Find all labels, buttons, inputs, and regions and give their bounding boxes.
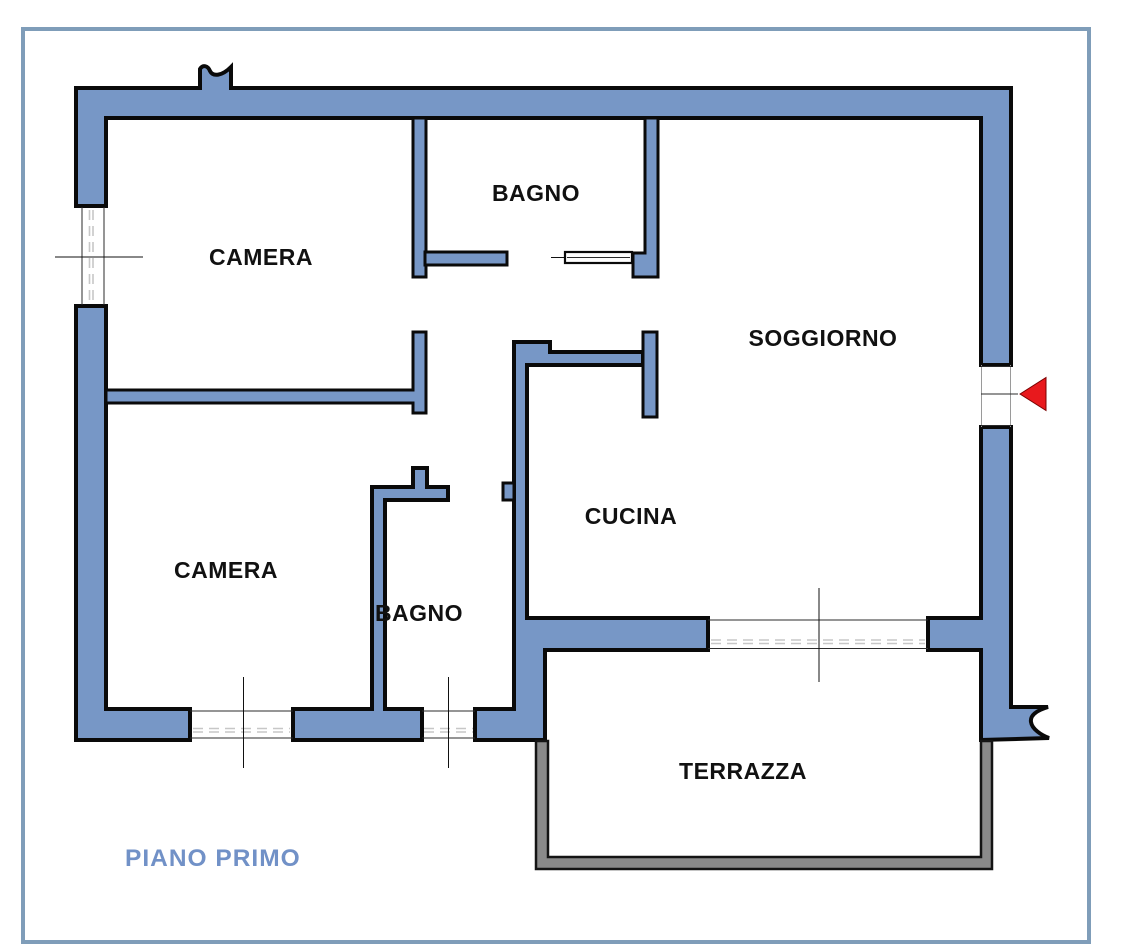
room-label-cucina: CUCINA [585,503,677,529]
wall-hall-tick [501,481,516,502]
door-leaf-bagno1 [551,250,634,265]
entrance-arrow-icon [1019,376,1047,412]
entrance-door-opening [981,365,1047,427]
wall-top-assembly [74,62,1013,367]
room-label-soggiorno: SOGGIORNO [749,325,898,351]
terrace-parapet-wall [534,739,994,871]
room-label-bagno-1: BAGNO [492,180,580,206]
window-camera2 [190,677,293,768]
room-label-terrazza: TERRAZZA [679,758,807,784]
room-label-camera-1: CAMERA [209,244,313,270]
wall-kitchen-stub [641,330,659,419]
wall-bagno1-west [411,116,428,279]
room-label-bagno-2: BAGNO [375,600,463,626]
wall-bottom-middle-assembly [291,466,450,742]
wall-camera1-south [104,330,428,415]
floor-title: PIANO PRIMO [125,845,301,872]
room-labels: CAMERA BAGNO SOGGIORNO CUCINA CAMERA BAG… [174,180,897,784]
window-left [55,207,143,305]
wall-right-assembly [926,425,1050,743]
exterior-walls [74,62,1050,743]
wall-bottom-left-assembly [74,304,192,742]
page-border [21,27,1091,944]
wall-bagno1-east [631,116,660,279]
wall-kitchen-assembly [473,340,710,742]
wall-bagno1-south [423,250,509,267]
window-terrazza [708,588,928,682]
window-bagno2 [422,677,475,768]
interior-walls [104,116,660,502]
room-label-camera-2: CAMERA [174,557,278,583]
